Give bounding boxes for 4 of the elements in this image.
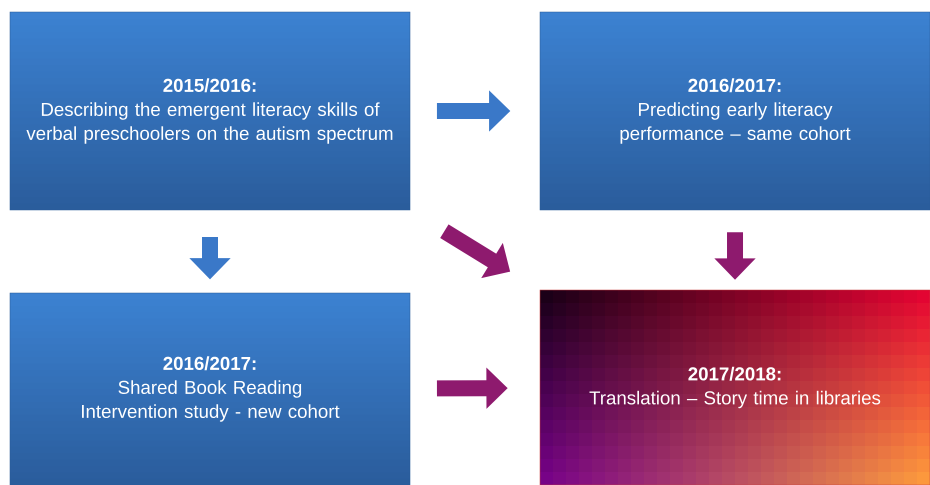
process-box: 2016/2017: Predicting early literacy performance – same cohort <box>540 12 930 210</box>
process-box: 2017/2018: Translation – Story time in libraries <box>540 290 930 485</box>
process-box: 2015/2016: Describing the emergent literacy skills of verbal preschoolers on the autism spectrum <box>10 12 410 210</box>
process-box: 2016/2017: Shared Book Reading Intervention study - new cohort <box>10 292 410 485</box>
